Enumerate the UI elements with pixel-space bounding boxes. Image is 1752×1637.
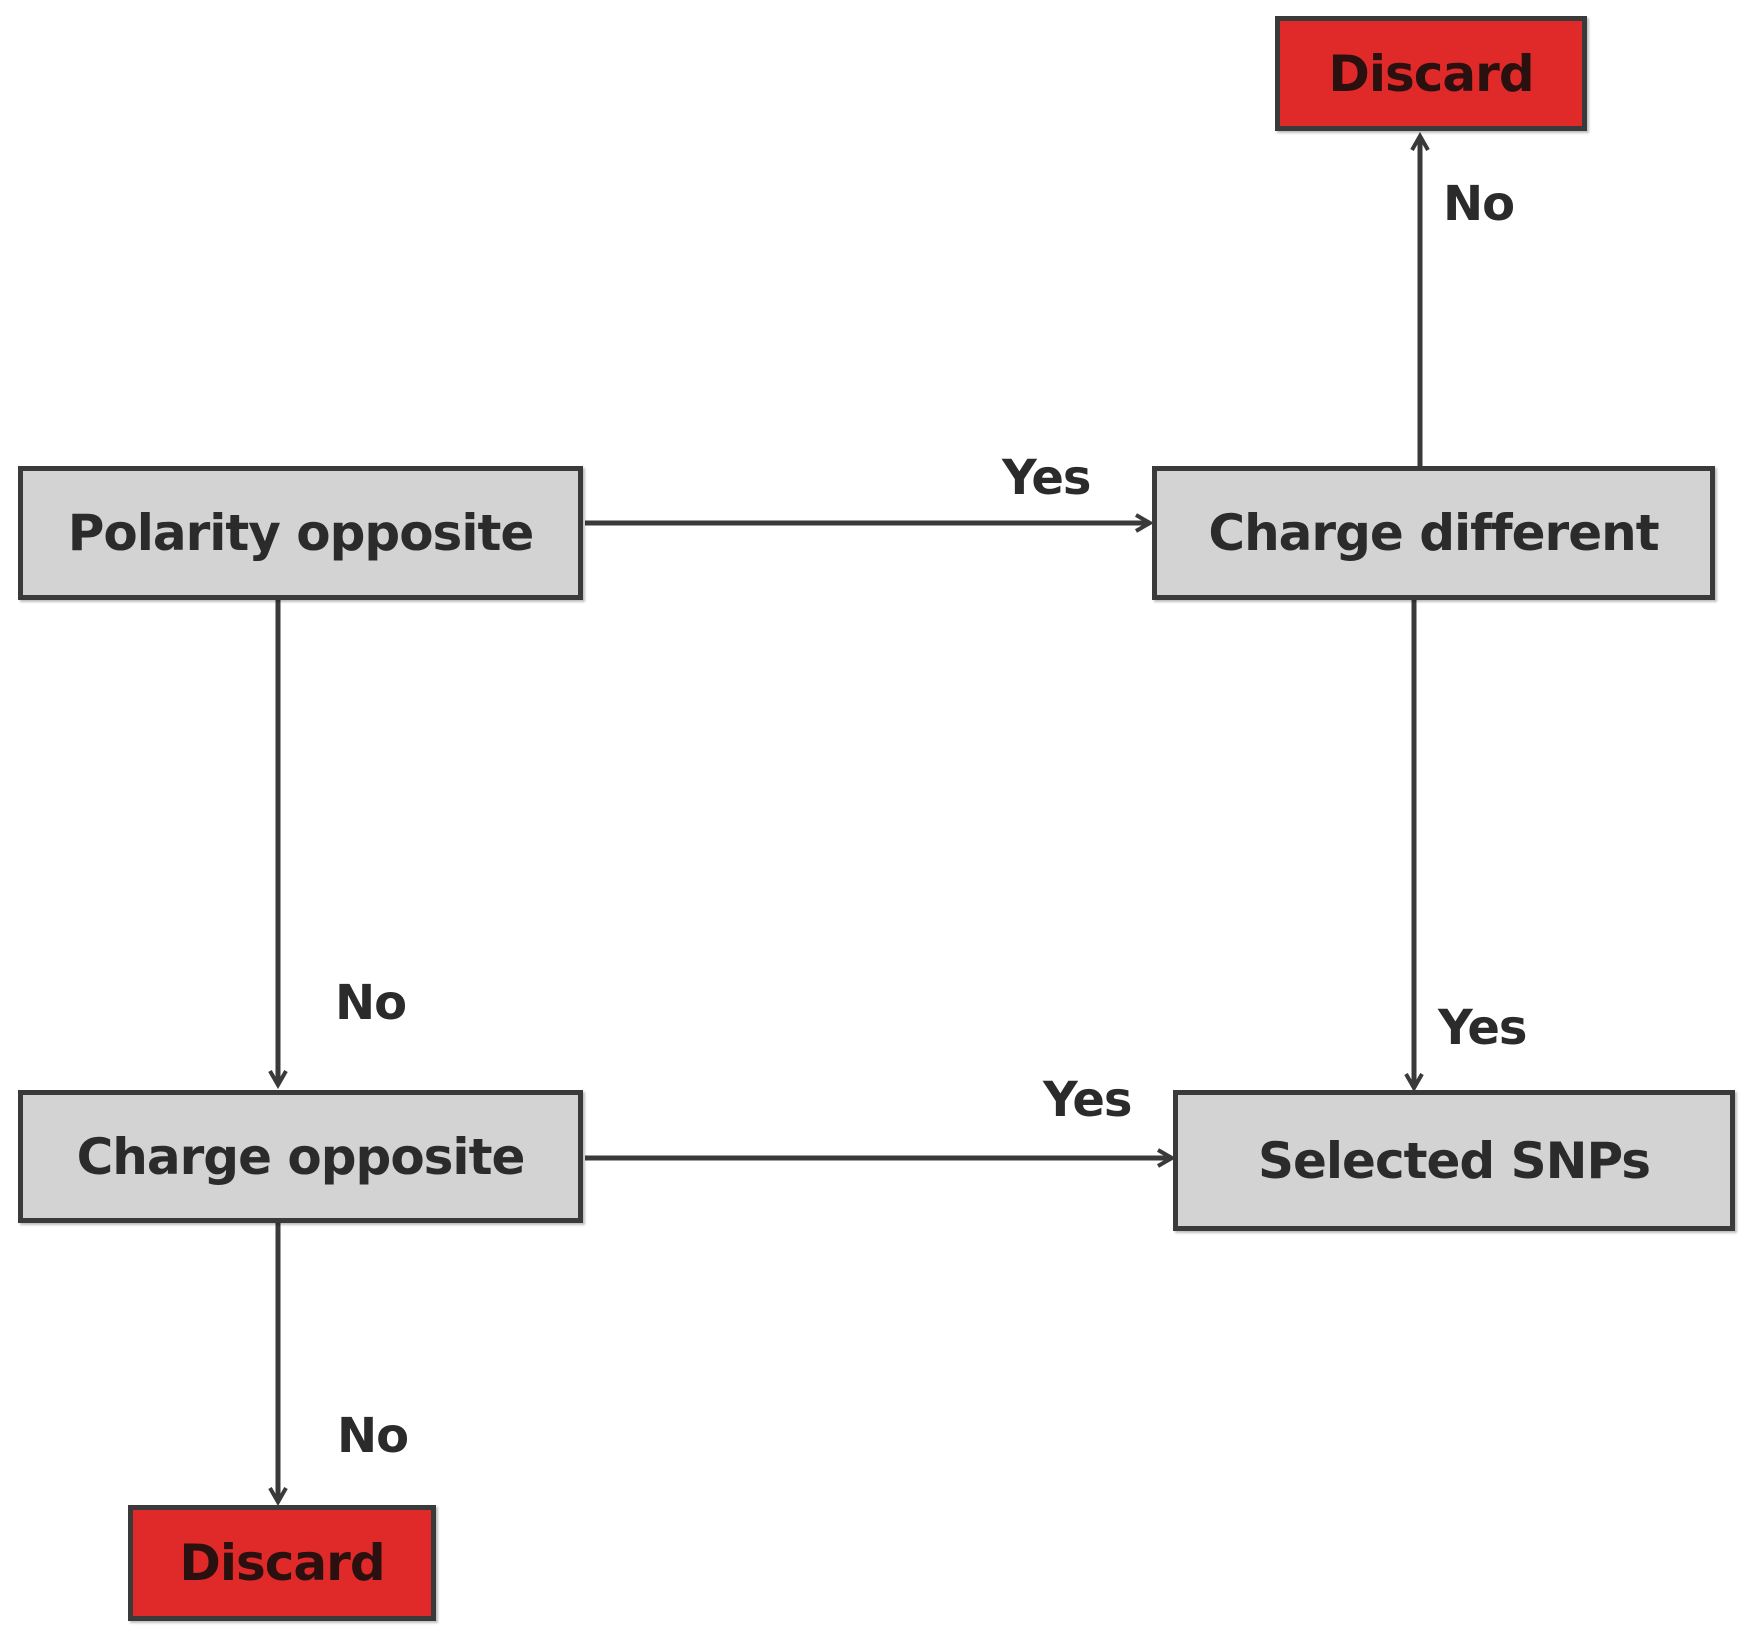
discard-bottom-label: Discard bbox=[179, 1534, 385, 1592]
edge-label-charge-opposite-yes: Yes bbox=[1043, 1072, 1132, 1128]
selected-snps-node: Selected SNPs bbox=[1173, 1090, 1735, 1231]
charge-different-node: Charge different bbox=[1152, 466, 1715, 600]
edge-label-charge-different-yes: Yes bbox=[1438, 1000, 1527, 1056]
edge-label-polarity-yes: Yes bbox=[1002, 450, 1091, 506]
charge-different-label: Charge different bbox=[1208, 504, 1659, 562]
discard-top-label: Discard bbox=[1328, 44, 1534, 103]
polarity-opposite-node: Polarity opposite bbox=[18, 466, 583, 600]
discard-node-bottom: Discard bbox=[128, 1505, 436, 1621]
discard-node-top: Discard bbox=[1275, 16, 1587, 131]
edge-label-charge-opposite-no: No bbox=[337, 1408, 409, 1464]
edge-label-charge-different-no: No bbox=[1443, 176, 1515, 232]
charge-opposite-node: Charge opposite bbox=[18, 1090, 583, 1223]
charge-opposite-label: Charge opposite bbox=[76, 1127, 526, 1186]
edge-label-polarity-no: No bbox=[335, 975, 407, 1031]
selected-snps-label: Selected SNPs bbox=[1257, 1131, 1651, 1190]
polarity-opposite-label: Polarity opposite bbox=[67, 504, 535, 562]
